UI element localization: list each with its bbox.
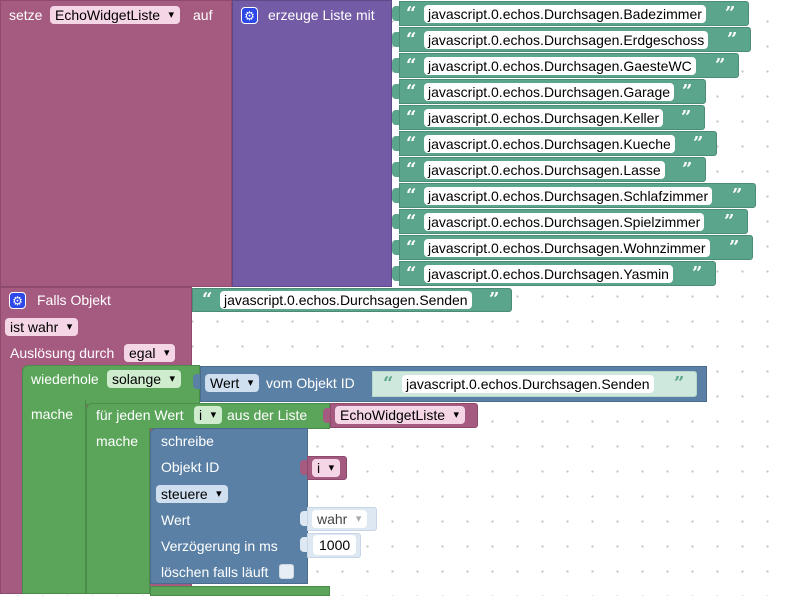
value-connector	[193, 374, 200, 389]
delay-connector	[300, 537, 307, 552]
create-list-block[interactable]	[232, 0, 392, 287]
while-mode-dropdown[interactable]: solange	[107, 370, 182, 388]
list-item-connector	[392, 266, 399, 281]
quote-close-icon: ”	[674, 373, 685, 394]
list-variable-dropdown[interactable]: EchoWidgetListe	[335, 406, 466, 424]
list-connector	[323, 408, 330, 423]
quote-close-icon: ”	[725, 3, 736, 24]
trigger-by-label: Auslösung durch	[10, 345, 115, 361]
quote-close-icon: ”	[732, 185, 743, 206]
trigger-object-id[interactable]: javascript.0.echos.Durchsagen.Senden	[220, 291, 472, 309]
quote-close-icon: ”	[729, 237, 740, 258]
quote-close-icon: ”	[681, 107, 692, 128]
quote-close-icon: ”	[693, 133, 704, 154]
delay-label: Verzögerung in ms	[161, 538, 278, 554]
list-item-text[interactable]: javascript.0.echos.Durchsagen.GaesteWC	[424, 57, 696, 75]
list-item-text[interactable]: javascript.0.echos.Durchsagen.Yasmin	[424, 265, 673, 283]
create-list-label: erzeuge Liste mit	[268, 7, 375, 23]
quote-close-icon: ”	[727, 29, 738, 50]
set-to-label: auf	[193, 7, 213, 23]
list-item-connector	[392, 188, 399, 203]
list-item-connector	[392, 240, 399, 255]
value-kind-dropdown[interactable]: Wert	[205, 374, 260, 392]
list-item-connector	[392, 136, 399, 151]
list-item-connector	[392, 58, 399, 73]
trigger-label: Falls Objekt	[37, 292, 111, 308]
value-label: Wert	[161, 512, 191, 528]
list-item-text[interactable]: javascript.0.echos.Durchsagen.Erdgeschos…	[424, 31, 709, 49]
list-item-text[interactable]: javascript.0.echos.Durchsagen.Lasse	[424, 161, 665, 179]
list-item-text[interactable]: javascript.0.echos.Durchsagen.Schlafzimm…	[424, 187, 713, 205]
condition-dropdown[interactable]: ist wahr	[5, 318, 79, 336]
for-each-do-label: mache	[96, 433, 139, 449]
quote-close-icon: ”	[682, 81, 693, 102]
write-block[interactable]	[150, 428, 308, 584]
object-id-connector	[300, 460, 307, 475]
set-label: setze	[9, 7, 43, 23]
quote-close-icon: ”	[715, 55, 726, 76]
quote-open-icon: “	[406, 29, 417, 50]
quote-open-icon: “	[406, 263, 417, 284]
list-item-text[interactable]: javascript.0.echos.Durchsagen.Kueche	[424, 135, 675, 153]
value-connector	[300, 511, 307, 526]
quote-open-icon: “	[406, 81, 417, 102]
delay-input[interactable]: 1000	[313, 535, 357, 555]
quote-open-icon: “	[406, 159, 417, 180]
list-item-connector	[392, 84, 399, 99]
variable-dropdown[interactable]: EchoWidgetListe	[50, 6, 181, 24]
from-object-label: vom Objekt ID	[266, 375, 355, 391]
list-item-connector	[392, 162, 399, 177]
gear-icon[interactable]: ⚙	[241, 7, 258, 24]
list-item-text[interactable]: javascript.0.echos.Durchsagen.Garage	[424, 83, 675, 101]
for-each-label: für jeden Wert	[96, 407, 184, 423]
quote-open-icon: “	[202, 289, 213, 310]
while-do-label: mache	[31, 406, 74, 422]
write-mode-dropdown[interactable]: steuere	[156, 485, 228, 503]
list-item-text[interactable]: javascript.0.echos.Durchsagen.Badezimmer	[424, 5, 706, 23]
list-item-text[interactable]: javascript.0.echos.Durchsagen.Keller	[424, 109, 664, 127]
list-item-text[interactable]: javascript.0.echos.Durchsagen.Spielzimme…	[424, 213, 705, 231]
from-list-label: aus der Liste	[227, 407, 308, 423]
quote-close-icon: ”	[489, 289, 500, 310]
list-item-connector	[392, 32, 399, 47]
while-label: wiederhole	[31, 371, 99, 387]
quote-open-icon: “	[406, 185, 417, 206]
quote-close-icon: ”	[692, 263, 703, 284]
trigger-by-dropdown[interactable]: egal	[124, 344, 176, 362]
list-item-connector	[392, 6, 399, 21]
clear-if-running-checkbox[interactable]	[279, 564, 294, 579]
quote-open-icon: “	[406, 55, 417, 76]
quote-open-icon: “	[406, 211, 417, 232]
quote-close-icon: ”	[724, 211, 735, 232]
object-id-label: Objekt ID	[161, 459, 220, 475]
get-value-object-id[interactable]: javascript.0.echos.Durchsagen.Senden	[402, 375, 654, 393]
quote-open-icon: “	[406, 107, 417, 128]
quote-open-icon: “	[406, 133, 417, 154]
while-loop-bottom	[150, 586, 330, 596]
quote-close-icon: ”	[682, 159, 693, 180]
quote-open-icon: “	[383, 373, 394, 394]
write-title: schreibe	[161, 433, 214, 449]
list-item-connector	[392, 110, 399, 125]
value-dropdown[interactable]: wahr	[312, 510, 368, 528]
while-loop-body-rail	[22, 400, 86, 594]
object-id-variable-dropdown[interactable]: i	[312, 459, 341, 477]
clear-if-running-label: löschen falls läuft	[161, 564, 269, 580]
list-item-connector	[392, 214, 399, 229]
quote-open-icon: “	[406, 237, 417, 258]
gear-icon[interactable]: ⚙	[9, 292, 26, 309]
set-variable-block[interactable]	[0, 0, 232, 287]
list-item-text[interactable]: javascript.0.echos.Durchsagen.Wohnzimmer	[424, 239, 710, 257]
for-each-body-rail	[86, 428, 150, 594]
for-each-variable-dropdown[interactable]: i	[194, 406, 223, 424]
quote-open-icon: “	[406, 3, 417, 24]
